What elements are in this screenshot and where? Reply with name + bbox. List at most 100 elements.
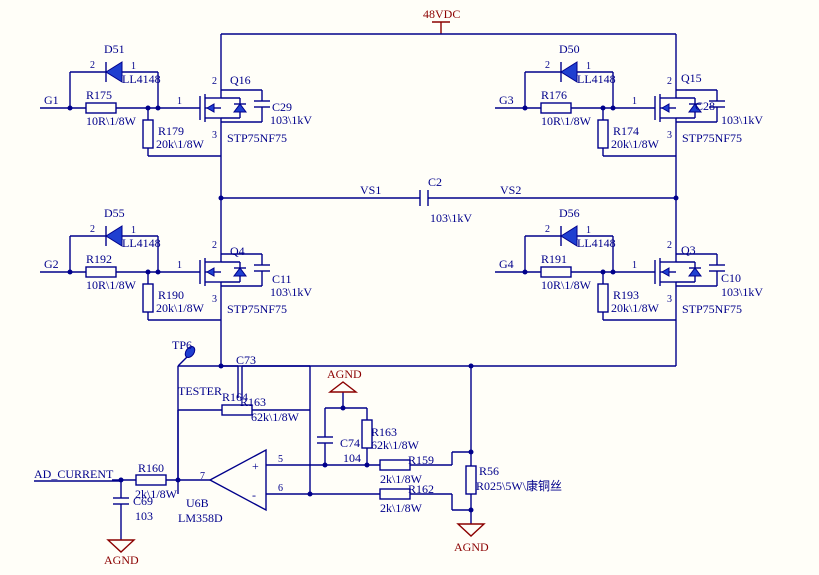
resistor-r192 [85, 266, 117, 278]
svg-text:3: 3 [667, 294, 672, 305]
u6b-ref: U6B [186, 496, 209, 510]
r163-overlap-ref: R163 [240, 395, 266, 409]
gate-cell-q3: G4 R191 10R\1/8W D56 LL4148 2 1 R193 20k… [495, 206, 763, 321]
c29-ref: C29 [272, 100, 292, 114]
r190-value: 20k\1/8W [156, 301, 205, 315]
svg-text:+: + [252, 459, 259, 473]
r193-value: 20k\1/8W [611, 301, 660, 315]
resistor-r190 [142, 283, 154, 313]
r163-value: 62k\1/8W [371, 438, 420, 452]
r56-ref: R56 [479, 464, 499, 478]
net-label-vs2: VS2 [500, 183, 521, 197]
u6b-part: LM358D [178, 511, 223, 525]
c28-value: 103\1kV [721, 113, 763, 127]
d55-part: LL4148 [122, 236, 161, 250]
svg-text:1: 1 [586, 61, 591, 72]
diode-d50 [560, 61, 578, 83]
d51-ref: D51 [104, 42, 125, 56]
svg-text:3: 3 [667, 130, 672, 141]
resistor-r160 [135, 474, 167, 486]
svg-text:1: 1 [131, 61, 136, 72]
bridge-wiring: VS1 VS2 C2 103\1kV [218, 126, 679, 369]
c11-value: 103\1kV [270, 285, 312, 299]
r174-ref: R174 [613, 124, 639, 138]
resistor-r162 [379, 488, 411, 500]
resistor-r176 [540, 102, 572, 114]
q16-part: STP75NF75 [227, 131, 287, 145]
net-label-48vdc: 48VDC [423, 7, 460, 21]
r160-ref: R160 [138, 461, 164, 475]
c2-ref: C2 [428, 175, 442, 189]
net-label-g4: G4 [499, 257, 514, 271]
tp6-label: TP6 [172, 338, 192, 352]
d55-ref: D55 [104, 206, 125, 220]
svg-text:2: 2 [545, 60, 550, 71]
gate-cell-q4: G2 R192 10R\1/8W D55 LL4148 2 1 R190 20k… [40, 206, 312, 321]
svg-text:2: 2 [90, 224, 95, 235]
r191-ref: R191 [541, 252, 567, 266]
opamp-u6b [208, 448, 267, 512]
d56-ref: D56 [559, 206, 580, 220]
r174-value: 20k\1/8W [611, 137, 660, 151]
gate-cell-q16: G1 R175 10R\1/8W D51 LL4148 2 1 R179 20k… [40, 42, 312, 157]
svg-text:3: 3 [212, 294, 217, 305]
net-label-ad-current: AD_CURRENT [34, 467, 114, 481]
svg-text:6: 6 [278, 483, 283, 494]
r56-value: R025\5W\康铜丝 [476, 478, 562, 493]
r175-value: 10R\1/8W [86, 114, 137, 128]
svg-text:2: 2 [212, 76, 217, 87]
r164-ref: R164 [222, 390, 248, 404]
r163-ref: R163 [371, 425, 397, 439]
c28-ref: C28 [695, 99, 715, 113]
resistor-r159 [379, 459, 411, 471]
svg-text:1: 1 [177, 96, 182, 107]
svg-text:1: 1 [632, 260, 637, 271]
net-label-g1: G1 [44, 93, 59, 107]
r191-value: 10R\1/8W [541, 278, 592, 292]
r175-ref: R175 [86, 88, 112, 102]
svg-text:2: 2 [212, 240, 217, 251]
r179-ref: R179 [158, 124, 184, 138]
svg-text:2: 2 [545, 224, 550, 235]
c29-value: 103\1kV [270, 113, 312, 127]
agnd-right-label: AGND [454, 540, 489, 554]
resistor-r191 [540, 266, 572, 278]
d51-part: LL4148 [122, 72, 161, 86]
tester-label: TESTER [178, 384, 222, 398]
d50-part: LL4148 [577, 72, 616, 86]
resistor-r175 [85, 102, 117, 114]
q15-part: STP75NF75 [682, 131, 742, 145]
r160-value: 2k\1/8W [135, 487, 178, 501]
r176-value: 10R\1/8W [541, 114, 592, 128]
c2-value: 103\1kV [430, 211, 472, 225]
svg-text:1: 1 [177, 260, 182, 271]
resistor-r174 [597, 119, 609, 149]
net-label-g3: G3 [499, 93, 514, 107]
q15-ref: Q15 [681, 71, 702, 85]
r192-value: 10R\1/8W [86, 278, 137, 292]
diode-d55 [105, 225, 123, 247]
resistor-r179 [142, 119, 154, 149]
c74-ref: C74 [340, 436, 360, 450]
q4-ref: Q4 [230, 244, 245, 258]
r193-ref: R193 [613, 288, 639, 302]
agnd-right-icon [456, 523, 486, 537]
c73-ref: C73 [236, 353, 256, 367]
c69-ref: C69 [133, 494, 153, 508]
q3-ref: Q3 [681, 243, 696, 257]
gate-cell-q15: G3 R176 10R\1/8W D50 LL4148 2 1 R174 20k… [495, 42, 763, 157]
svg-text:1: 1 [586, 225, 591, 236]
resistor-r56-shunt [465, 465, 477, 495]
resistor-r193 [597, 283, 609, 313]
r176-ref: R176 [541, 88, 567, 102]
d50-ref: D50 [559, 42, 580, 56]
r190-ref: R190 [158, 288, 184, 302]
svg-text:1: 1 [632, 96, 637, 107]
svg-text:-: - [252, 488, 256, 502]
diode-d56 [560, 225, 578, 247]
svg-text:3: 3 [212, 130, 217, 141]
r159-ref: R159 [408, 453, 434, 467]
net-label-g2: G2 [44, 257, 59, 271]
